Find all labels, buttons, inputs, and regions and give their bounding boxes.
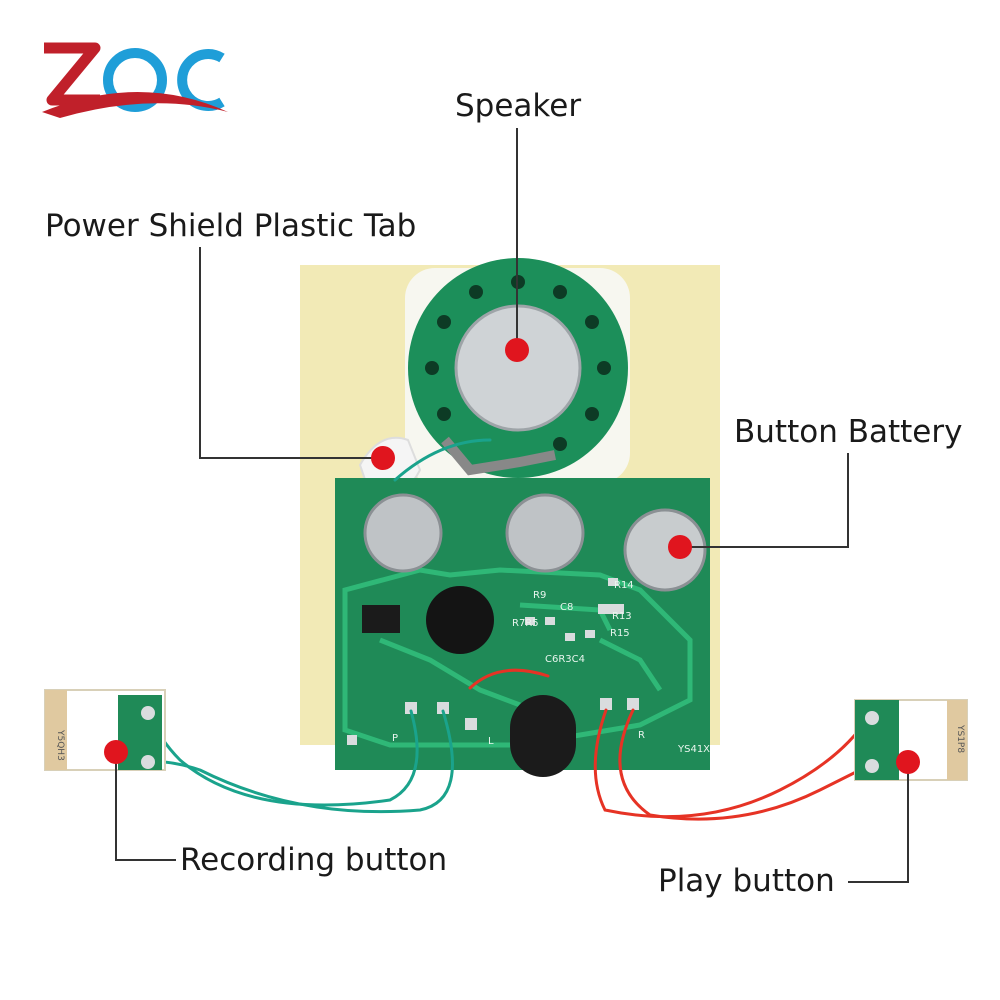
- play-module-tab: [947, 700, 967, 780]
- marker-recording-button: [104, 740, 128, 764]
- leader-recording-button: [115, 752, 176, 861]
- leader-button-battery: [680, 453, 849, 548]
- leader-lines: [115, 128, 909, 883]
- silk-r: R: [638, 730, 645, 741]
- speaker-solder-tabs: [441, 436, 556, 476]
- silk-r14: R14: [614, 580, 634, 591]
- speaker-vent-holes: [425, 275, 611, 451]
- callout-speaker: Speaker: [455, 88, 582, 124]
- silk-c6r3c4: C6R3C4: [545, 654, 585, 665]
- leader-play-button: [848, 762, 909, 883]
- record-module-mark: Y5QH3: [55, 729, 65, 761]
- silk-r15: R15: [610, 628, 630, 639]
- leader-power-tab: [199, 247, 383, 459]
- solder-pads: [347, 698, 639, 745]
- silkscreen-labels: R9 C8 R7R5 R13 R15 R14 C6R3C4 P L R YS41…: [392, 580, 710, 755]
- silk-l: L: [488, 736, 494, 747]
- logo-letter-z: [44, 42, 101, 106]
- silk-c8: C8: [560, 602, 573, 613]
- silk-r13: R13: [612, 611, 632, 622]
- battery-cell-1: [363, 493, 443, 573]
- record-module-tab: [45, 690, 67, 770]
- record-module-pad-2: [141, 755, 155, 769]
- battery-cell-2: [505, 493, 585, 573]
- silk-p: P: [392, 733, 398, 744]
- silk-r9: R9: [533, 590, 546, 601]
- callout-button-battery: Button Battery: [734, 414, 963, 450]
- battery-cell-3: [623, 508, 707, 592]
- ic-chip: [362, 605, 400, 633]
- record-module-pad-1: [141, 706, 155, 720]
- play-wire-2: [618, 708, 870, 821]
- play-module-mark: YS1P8: [955, 724, 965, 753]
- callout-recording-button: Recording button: [180, 842, 448, 878]
- marker-button-battery: [668, 535, 692, 559]
- speaker: [408, 258, 628, 478]
- callout-play-button: Play button: [658, 863, 835, 899]
- logo-swoosh: [42, 92, 228, 118]
- callout-markers: [104, 338, 920, 774]
- recording-button-module: Y5QH3: [44, 689, 166, 771]
- marker-speaker: [505, 338, 529, 362]
- play-module-pad-1: [865, 711, 879, 725]
- marker-power-tab: [371, 446, 395, 470]
- cob-blob: [426, 586, 494, 654]
- marker-play-button: [896, 750, 920, 774]
- record-wire-2: [146, 709, 454, 814]
- mic-wire: [468, 668, 550, 690]
- silk-model: YS41X: [677, 744, 710, 755]
- logo-letter-q: [103, 48, 167, 112]
- speaker-wire: [393, 438, 492, 482]
- smd-components: [525, 578, 624, 641]
- zqc-logo: [42, 42, 228, 118]
- play-button-module: YS1P8: [854, 699, 968, 781]
- wires: [146, 438, 870, 821]
- callout-power-shield-tab: Power Shield Plastic Tab: [45, 208, 417, 244]
- silk-r7r5: R7R5: [512, 618, 539, 629]
- play-module-pad-2: [865, 759, 879, 773]
- play-wire-1: [593, 708, 870, 819]
- microphone: [510, 695, 576, 777]
